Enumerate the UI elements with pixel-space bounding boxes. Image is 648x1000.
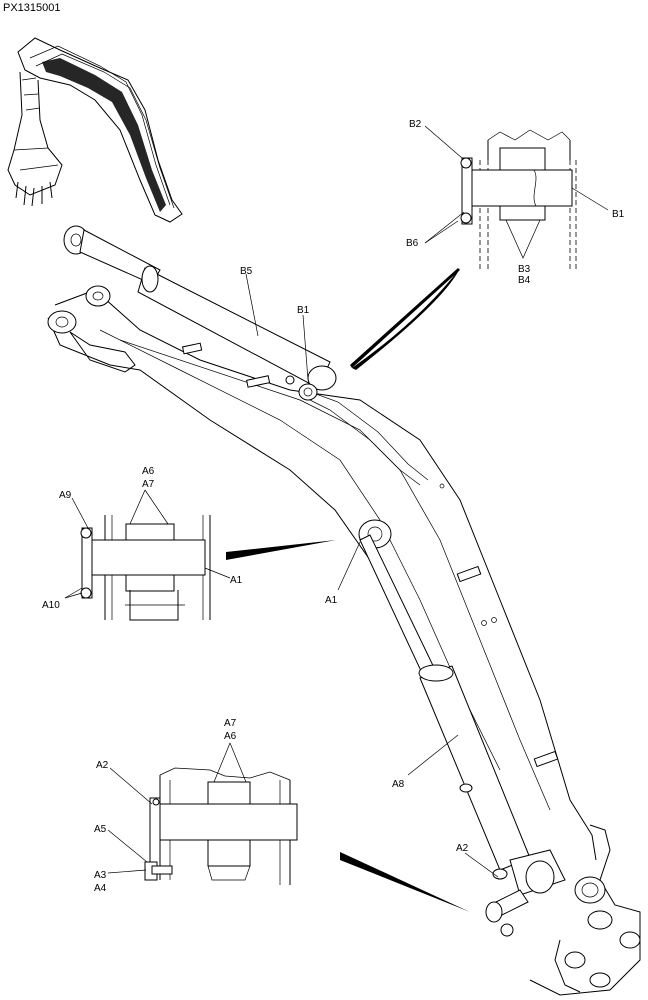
label-b1-main: B1 xyxy=(297,305,310,316)
label-a7-bottom: A7 xyxy=(224,718,237,729)
callout-labels: B2 B1 B6 B3 B4 B5 B1 A6 A7 A9 A1 A10 A1 … xyxy=(42,119,625,894)
detail-a1 xyxy=(80,515,211,621)
label-a5: A5 xyxy=(94,824,107,835)
label-a6-top: A6 xyxy=(142,466,155,477)
callout-wedge-a2 xyxy=(340,852,470,912)
label-b2: B2 xyxy=(409,119,422,130)
callout-wedge-b xyxy=(350,268,460,368)
label-a2-detail: A2 xyxy=(96,760,109,771)
label-a7-top: A7 xyxy=(142,479,155,490)
upper-cylinder xyxy=(63,225,337,401)
overview-thumbnail xyxy=(7,37,183,223)
label-b3: B3 xyxy=(518,264,531,275)
label-a9: A9 xyxy=(59,490,72,501)
lower-cylinder xyxy=(358,519,566,937)
label-a3: A3 xyxy=(94,870,107,881)
label-a6-bottom: A6 xyxy=(224,731,237,742)
label-b5: B5 xyxy=(240,266,253,277)
label-a10: A10 xyxy=(42,600,60,611)
callout-wedge-a1 xyxy=(226,540,336,560)
label-a1-main: A1 xyxy=(325,595,338,606)
label-a4: A4 xyxy=(94,883,107,894)
detail-b xyxy=(460,129,577,270)
label-a2-main: A2 xyxy=(456,843,469,854)
label-b1-detail: B1 xyxy=(612,209,625,220)
label-a8: A8 xyxy=(392,779,405,790)
label-b4: B4 xyxy=(518,275,531,286)
figure-id: PX1315001 xyxy=(3,2,61,14)
boom-assembly xyxy=(47,285,641,996)
detail-a2 xyxy=(144,767,298,885)
leader-lines xyxy=(64,125,609,878)
label-b6: B6 xyxy=(406,238,419,249)
label-a1-detail: A1 xyxy=(230,575,243,586)
